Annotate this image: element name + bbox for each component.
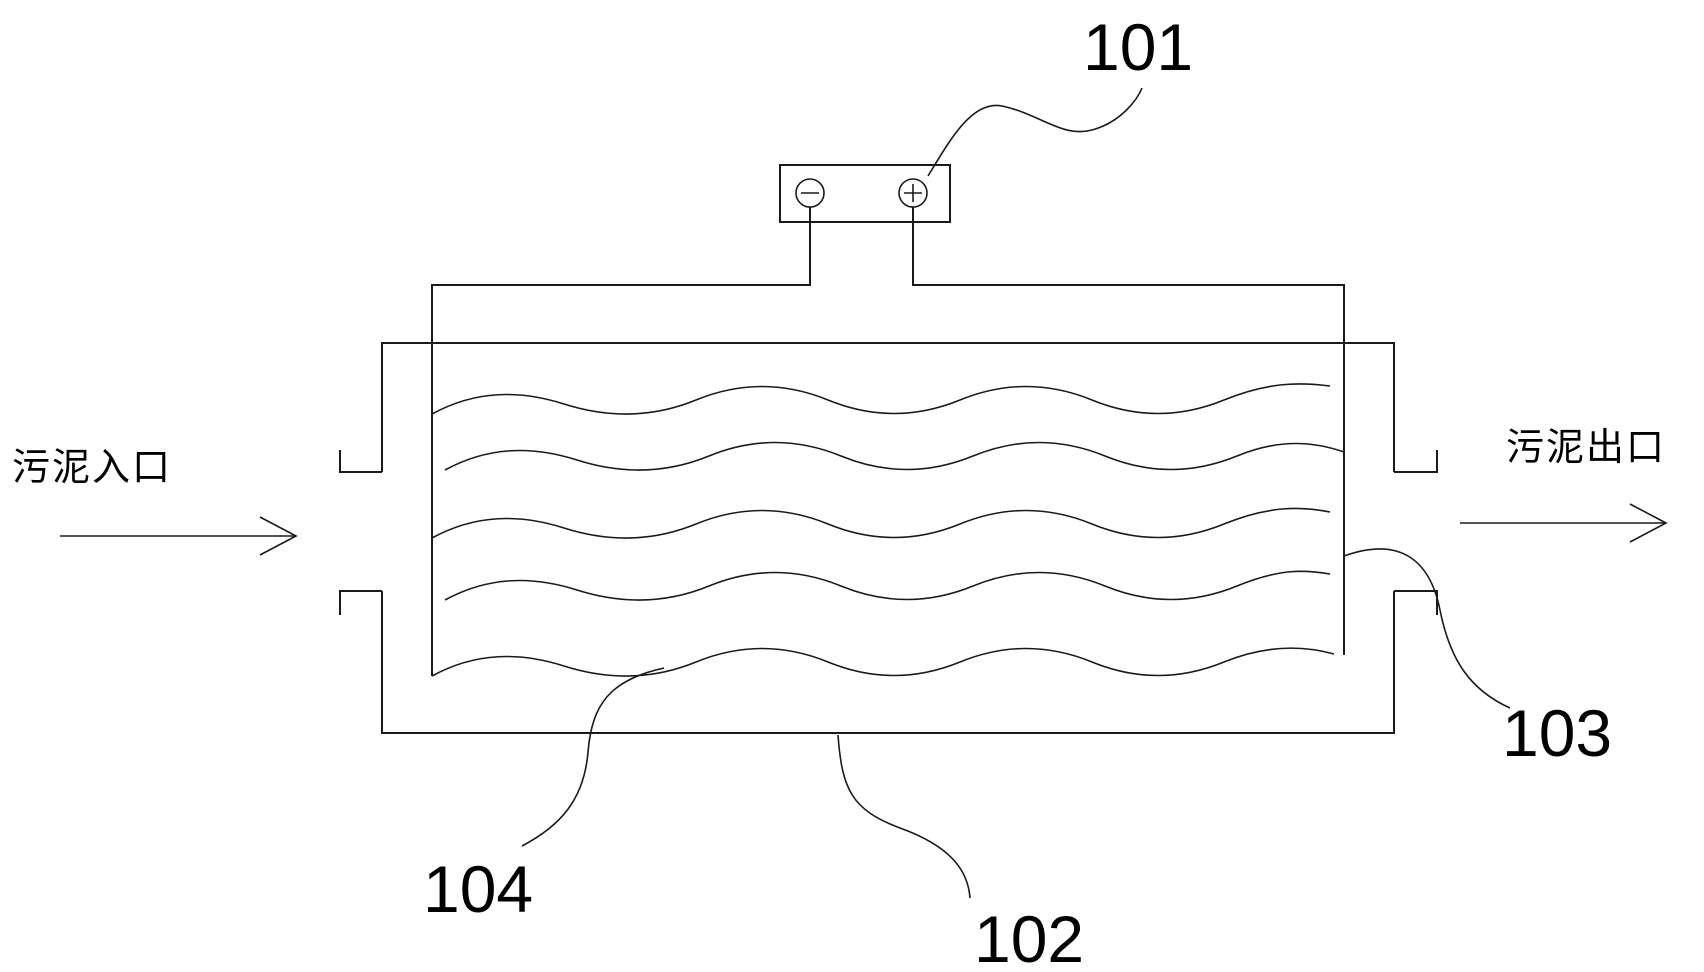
wave-wire-3 [431, 507, 1331, 539]
label-power-supply: 101 [1083, 10, 1193, 84]
label-anode-plate: 103 [1502, 696, 1612, 770]
cathode-wave-wires [431, 383, 1345, 677]
label-outlet: 污泥出口 [1506, 425, 1666, 469]
leader-lines [521, 87, 1511, 899]
power-supply [779, 164, 951, 223]
treatment-tank [339, 342, 1438, 734]
minus-icon [795, 178, 825, 208]
label-tank: 102 [974, 902, 1084, 972]
leader-103 [1343, 548, 1511, 709]
inlet-upper-lip [339, 450, 382, 473]
negative-wire [431, 207, 811, 676]
electrode-wires [431, 207, 1345, 676]
wave-wire-2 [444, 441, 1345, 471]
inlet-lower-lip [339, 590, 382, 615]
plus-icon [898, 178, 928, 208]
wave-wire-4 [444, 570, 1331, 601]
tank-bottom-wall [381, 591, 1395, 734]
leader-104 [521, 667, 665, 847]
label-inlet: 污泥入口 [12, 445, 172, 489]
wave-wire-5 [431, 647, 1335, 677]
inlet-arrow [60, 516, 298, 556]
tank-top-wall [381, 342, 1395, 472]
positive-wire [912, 207, 1345, 655]
outlet-arrow [1460, 503, 1668, 543]
leader-101 [927, 87, 1143, 177]
power-supply-box [779, 164, 951, 223]
label-cathode-wire: 104 [423, 852, 533, 926]
wave-wire-1 [431, 383, 1331, 415]
outlet-lower-lip [1394, 590, 1438, 615]
leader-102 [837, 734, 971, 899]
outlet-upper-lip [1394, 450, 1438, 473]
